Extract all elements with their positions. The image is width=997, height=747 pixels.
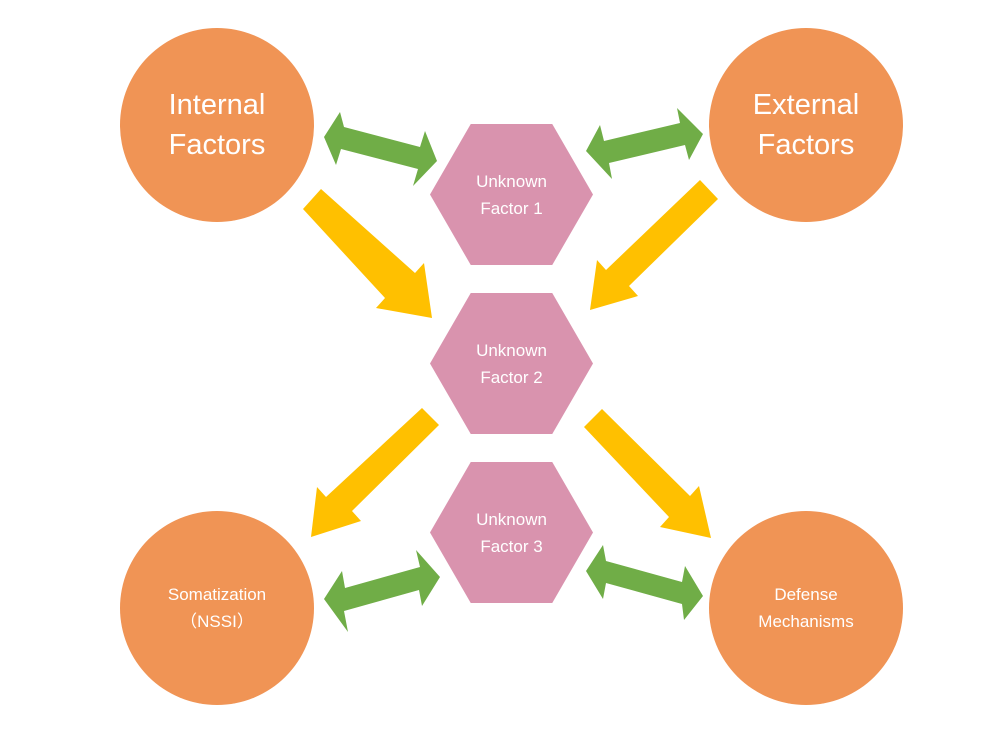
node-label: Factors: [757, 129, 855, 161]
node-unknown-factor-1: Unknown Factor 1: [430, 124, 593, 265]
node-label: Unknown: [476, 340, 547, 360]
node-external-factors: External Factors: [709, 28, 903, 222]
arrow-internal-unknown1: [324, 112, 437, 186]
node-internal-factors: Internal Factors: [120, 28, 314, 222]
node-label: Factor 3: [480, 536, 543, 556]
arrow-unknown2-to-defense: [584, 409, 711, 538]
arrow-internal-to-unknown2: [303, 189, 432, 318]
node-label: Factors: [168, 129, 266, 161]
node-somatization: Somatization （NSSI）: [120, 511, 314, 705]
node-label: Defense: [774, 585, 838, 604]
node-label: Somatization: [167, 585, 267, 604]
node-label: External: [752, 89, 860, 121]
node-label: Unknown: [476, 509, 547, 529]
arrow-defense-unknown3: [586, 545, 703, 620]
node-label: Factor 1: [480, 198, 543, 218]
arrow-external-to-unknown2: [590, 180, 718, 310]
arrow-somatization-unknown3: [324, 550, 440, 632]
node-label: Internal: [168, 89, 266, 121]
arrow-external-unknown1: [586, 108, 703, 179]
node-label: Factor 2: [480, 367, 543, 387]
node-label: Unknown: [476, 171, 547, 191]
node-label: （NSSI）: [180, 612, 254, 631]
node-defense-mechanisms: Defense Mechanisms: [709, 511, 903, 705]
node-label: Mechanisms: [758, 612, 854, 631]
arrow-unknown2-to-somatization: [311, 408, 439, 537]
